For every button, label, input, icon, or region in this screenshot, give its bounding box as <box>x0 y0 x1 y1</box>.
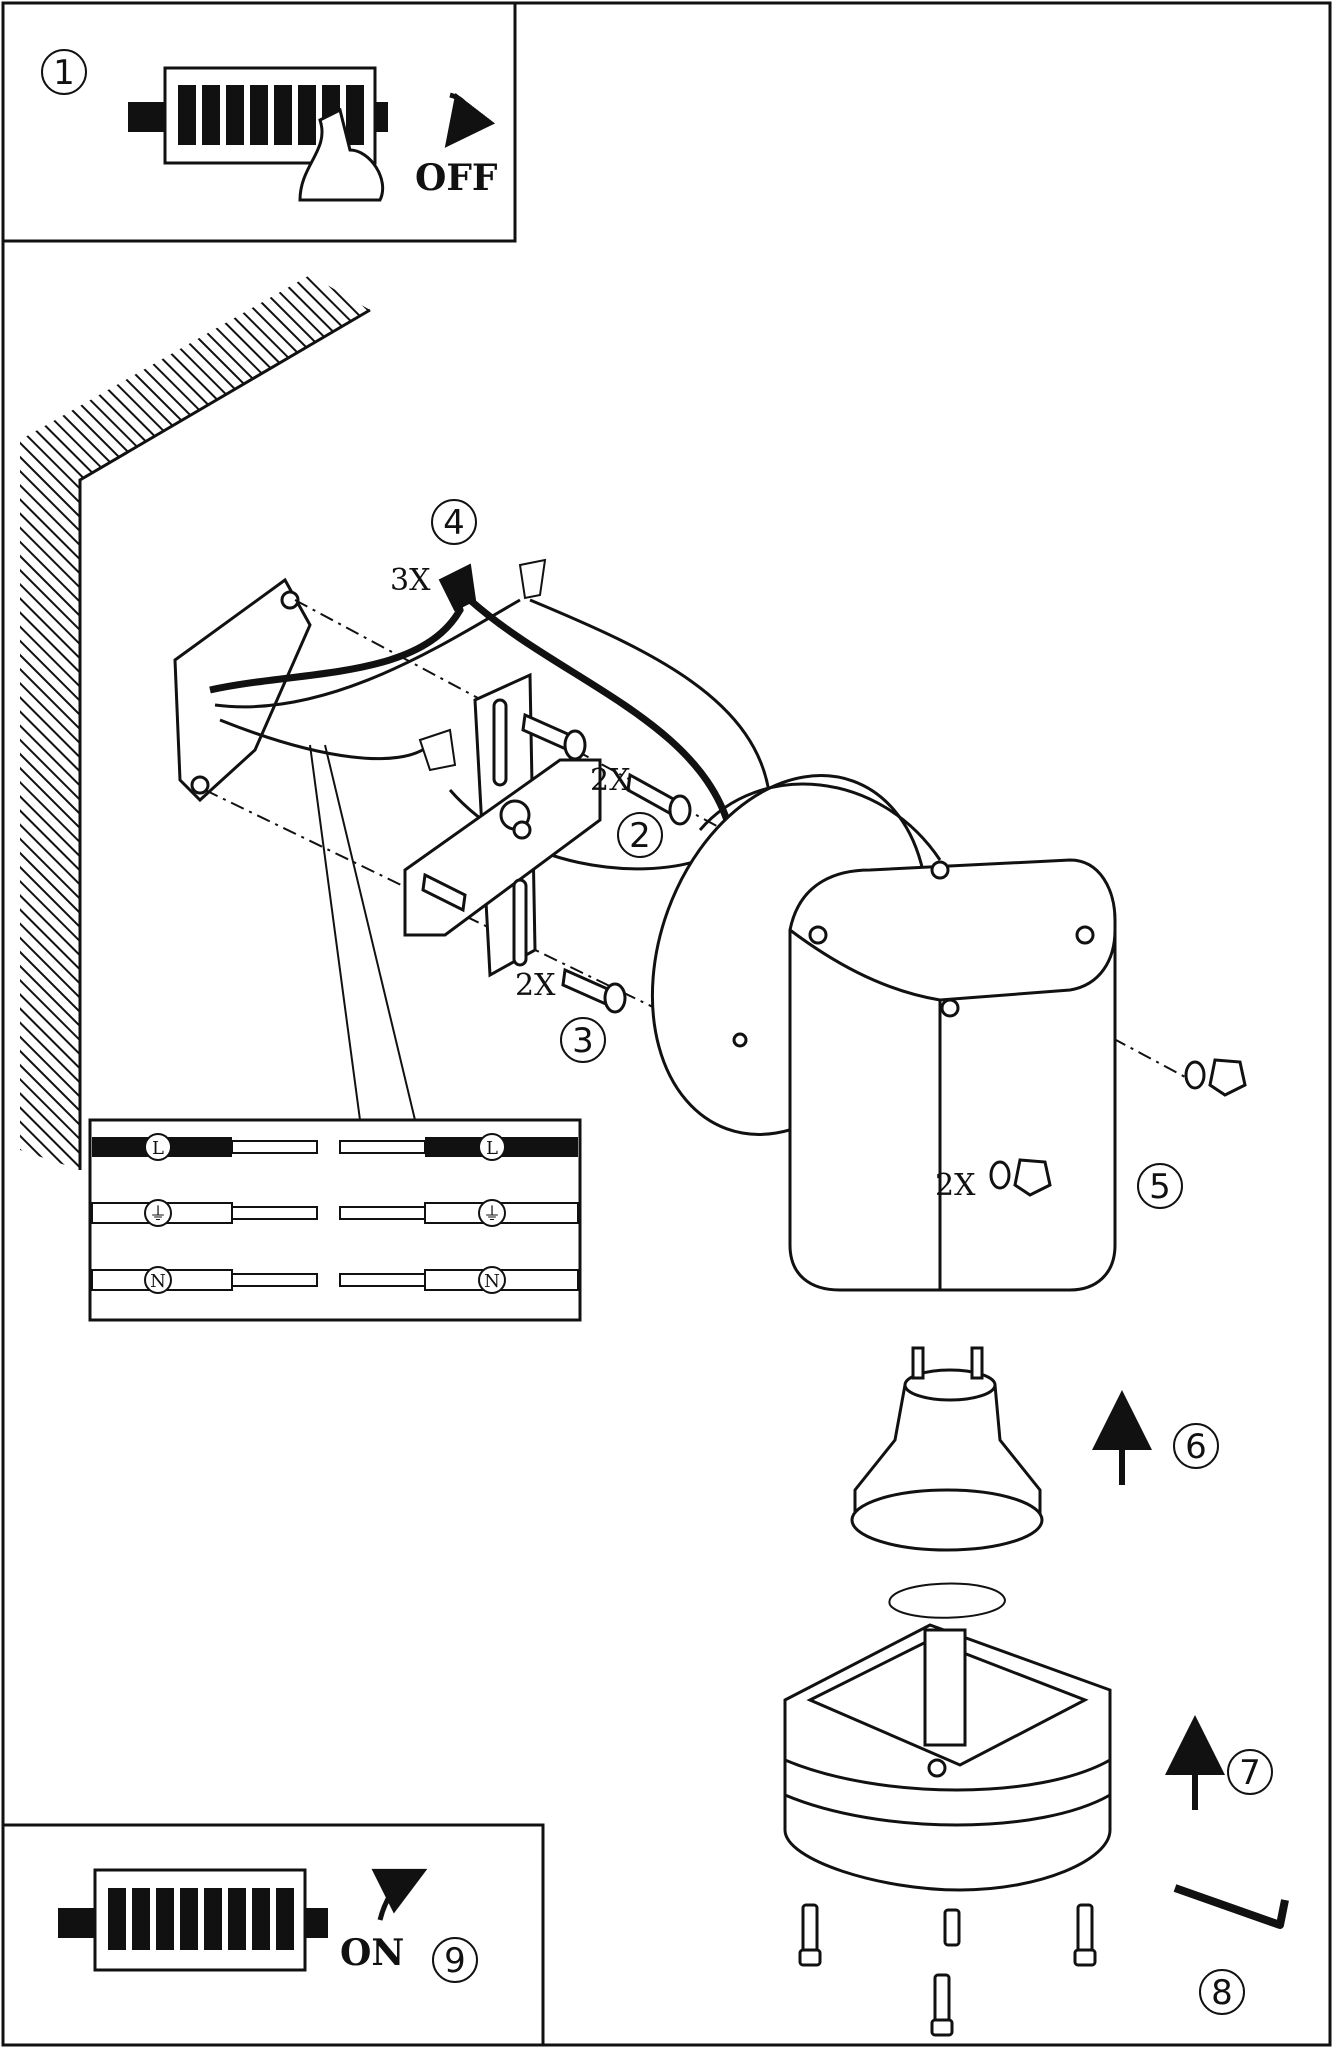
allen-key-icon <box>1173 1884 1289 1929</box>
step-6-marker: 6 <box>1173 1423 1219 1469</box>
nut-qty: 2X <box>935 1168 976 1203</box>
step-1-number: 1 <box>53 53 75 93</box>
live-terminal-left: L <box>152 1138 164 1159</box>
step-3-number: 3 <box>572 1021 594 1061</box>
wall-corner <box>20 275 371 1170</box>
bracket-screws <box>421 712 692 1014</box>
wiring-detail-inset: L L ⏚ ⏚ N N <box>88 744 582 1322</box>
step-4-marker: 4 <box>431 499 477 545</box>
panel-switch-on: ON 9 <box>1 1823 545 2047</box>
turn-up-arrow-icon <box>371 1868 428 1921</box>
breaker-panel-off <box>128 66 388 202</box>
junction-box <box>173 577 312 803</box>
live-terminal-right: L <box>486 1138 498 1159</box>
step-4-number: 4 <box>443 503 465 543</box>
cap-nuts <box>989 1058 1247 1197</box>
step-7-number: 7 <box>1239 1753 1261 1793</box>
turn-down-arrow-icon <box>444 92 496 148</box>
neutral-terminal-left: N <box>150 1271 166 1292</box>
mounting-bracket <box>403 672 602 978</box>
cover-screws <box>798 1903 1097 2037</box>
off-label: OFF <box>415 157 498 199</box>
step-7-marker: 7 <box>1227 1749 1273 1795</box>
step-5-marker: 5 <box>1137 1163 1183 1209</box>
on-label: ON <box>340 1932 404 1974</box>
step-3-marker: 3 <box>560 1017 606 1063</box>
live-wire-row: L L <box>92 1133 578 1161</box>
twist-arrow-icon <box>888 1582 1007 1619</box>
step-2-number: 2 <box>629 816 651 856</box>
step-9-marker: 9 <box>432 1937 478 1983</box>
step-1-marker: 1 <box>41 49 87 95</box>
wire-connector-qty: 3X <box>390 563 431 598</box>
gu10-bulb <box>850 1346 1044 1552</box>
neutral-wire-row: N N <box>91 1266 579 1294</box>
neutral-terminal-right: N <box>484 1271 500 1292</box>
step-9-number: 9 <box>444 1941 466 1981</box>
step-6-number: 6 <box>1185 1427 1207 1467</box>
bracket-screw-qty: 2X <box>590 763 631 798</box>
wire-connectors <box>418 558 547 772</box>
panel-switch-off: 1 OFF <box>1 1 517 243</box>
step-5-number: 5 <box>1149 1167 1171 1207</box>
breaker-panel-on <box>58 1868 328 1972</box>
step-8-number: 8 <box>1211 1973 1233 2013</box>
wall-screw-qty: 2X <box>515 968 556 1003</box>
hand-icon <box>298 107 385 202</box>
earth-terminal-right: ⏚ <box>483 1204 501 1225</box>
earth-terminal-left: ⏚ <box>149 1204 167 1225</box>
lamp-cover <box>783 1623 1112 1892</box>
step-8-marker: 8 <box>1199 1969 1245 2015</box>
step-2-marker: 2 <box>617 812 663 858</box>
earth-wire-row: ⏚ ⏚ <box>91 1199 579 1227</box>
